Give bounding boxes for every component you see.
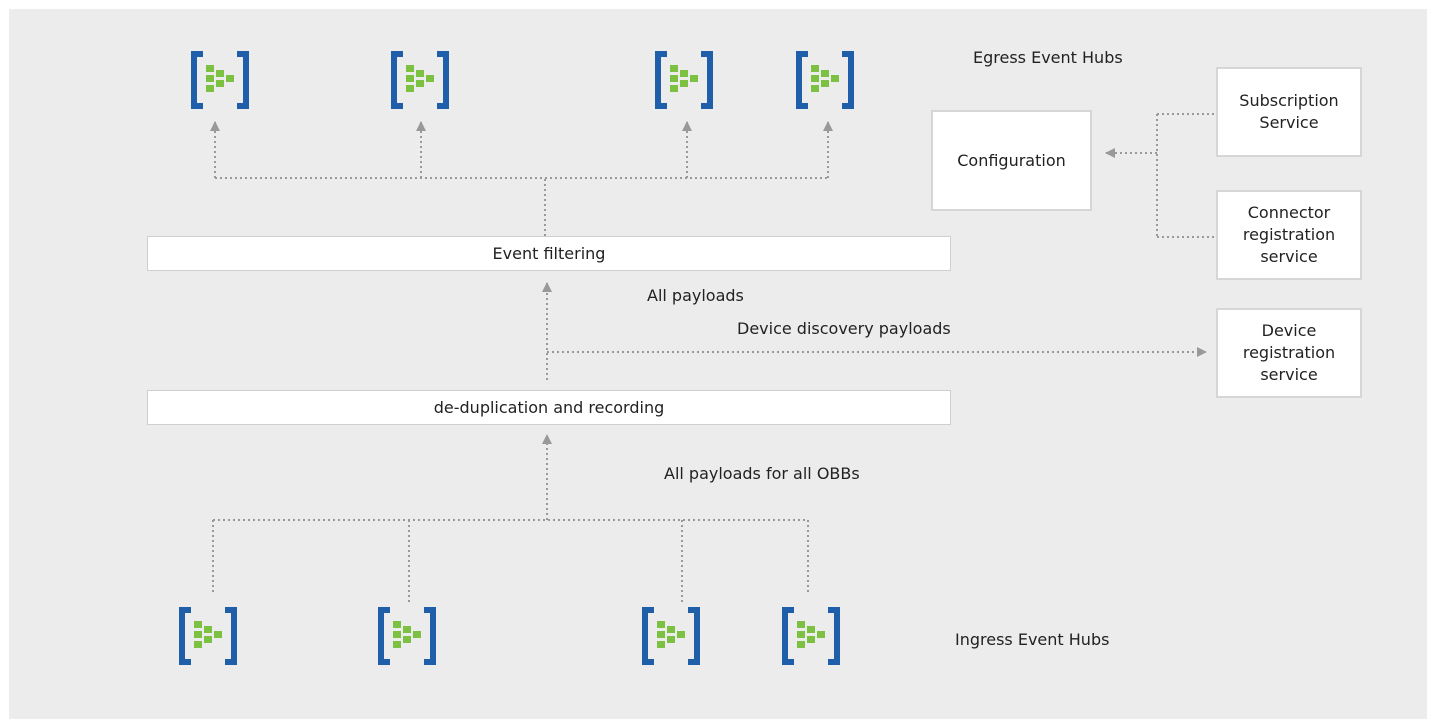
ingress-event-hubs-label: Ingress Event Hubs [955,630,1110,649]
device-registration-service-box: Device registration service [1216,308,1362,398]
egress-event-hubs-label: Egress Event Hubs [973,48,1123,67]
all-payloads-label: All payloads [647,286,744,305]
ingress-event-hub-icon-2 [377,606,437,666]
subscription-service-box: Subscription Service [1216,67,1362,157]
connector-registration-service-box: Connector registration service [1216,190,1362,280]
event-filtering-stage: Event filtering [147,236,951,271]
deduplication-recording-stage: de-duplication and recording [147,390,951,425]
egress-event-hub-icon-2 [390,50,450,110]
egress-event-hub-icon-3 [654,50,714,110]
egress-event-hub-icon-1 [190,50,250,110]
ingress-event-hub-icon-3 [641,606,701,666]
ingress-event-hub-icon-4 [781,606,841,666]
configuration-box: Configuration [931,110,1092,211]
all-payloads-for-all-obbs-label: All payloads for all OBBs [664,464,860,483]
egress-event-hub-icon-4 [795,50,855,110]
diagram-canvas [9,9,1427,719]
device-discovery-payloads-label: Device discovery payloads [737,319,951,338]
ingress-event-hub-icon-1 [178,606,238,666]
